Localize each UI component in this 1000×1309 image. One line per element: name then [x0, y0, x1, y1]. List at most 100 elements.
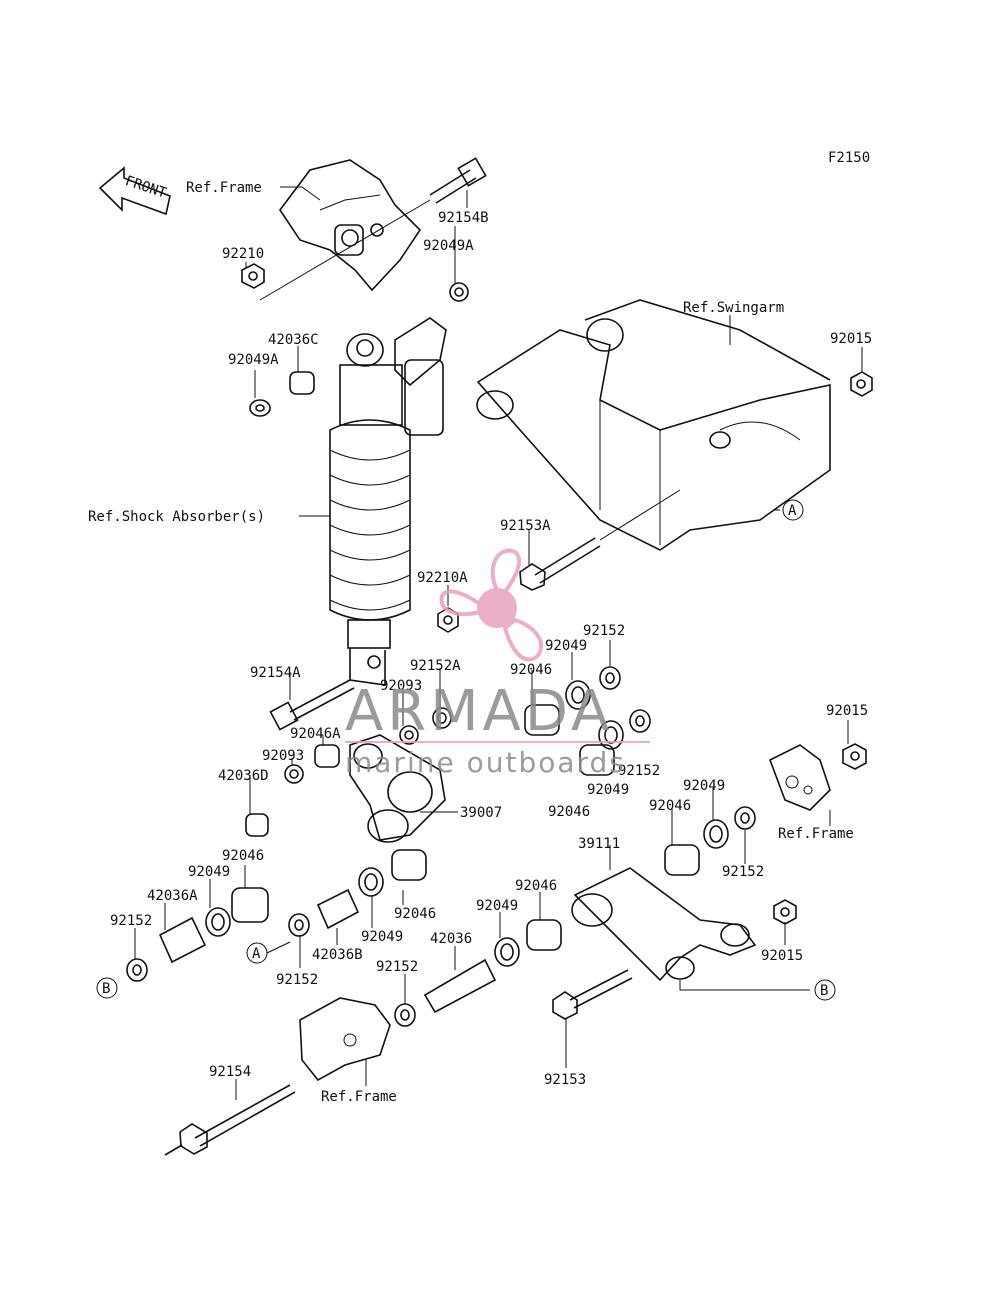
label-92153: 92153 — [544, 1072, 586, 1088]
washer-92049A-left — [249, 399, 271, 417]
ref-swingarm: Ref.Swingarm — [683, 300, 784, 316]
washer-92152-r1 — [599, 666, 621, 690]
washer-92152-c — [394, 1003, 416, 1027]
label-92152-l1: 92152 — [110, 913, 152, 929]
label-92049-l1: 92049 — [188, 864, 230, 880]
nut-92015-top — [850, 371, 873, 397]
label-92049-c: 92049 — [476, 898, 518, 914]
label-92049A-top-vis: 92049A — [423, 238, 474, 254]
label-39007: 39007 — [460, 805, 502, 821]
label-92152-r2: 92152 — [618, 763, 660, 779]
label-42036C: 42036C — [268, 332, 319, 348]
svg-text:B: B — [820, 983, 828, 999]
label-92152-r3: 92152 — [722, 864, 764, 880]
bearing-92046-r2 — [579, 744, 615, 776]
washer-92049-l2 — [358, 867, 384, 897]
collar-42036D — [245, 813, 269, 837]
bearing-92046-r1 — [524, 704, 560, 736]
collar-42036 — [423, 958, 497, 1014]
label-92046A: 92046A — [290, 726, 341, 742]
armada-watermark: ARMADA marine outboards — [345, 548, 650, 779]
callout-a-right: A — [782, 499, 804, 521]
front-arrow-icon: FRONT — [98, 166, 171, 216]
swingarm — [476, 299, 831, 551]
callout-a-left: A — [246, 942, 268, 964]
svg-text:A: A — [788, 503, 797, 519]
svg-text:B: B — [102, 981, 110, 997]
label-92046-l1: 92046 — [222, 848, 264, 864]
bolt-92154B — [259, 157, 487, 301]
label-92093-b: 92093 — [262, 748, 304, 764]
label-92093-a: 92093 — [380, 678, 422, 694]
label-42036B: 42036B — [312, 947, 363, 963]
label-92046-r2: 92046 — [548, 804, 590, 820]
shock-absorber — [329, 317, 447, 686]
label-92152-c: 92152 — [376, 959, 418, 975]
label-92154B: 92154B — [438, 210, 489, 226]
nut-92210A — [437, 607, 459, 633]
propeller-logo-icon — [439, 548, 544, 662]
callout-b-left: B — [96, 977, 118, 999]
washer-92049-c — [494, 937, 520, 967]
nut-92210 — [241, 263, 265, 289]
labels: F2150 Ref.Frame 92154B 92210 92049A 9204… — [88, 150, 872, 1105]
washer-92049-r3 — [703, 819, 729, 849]
bearing-92046A — [314, 744, 340, 768]
washer-92152-l2 — [288, 913, 310, 937]
nut-92015-mid — [842, 743, 867, 770]
label-92049-r2: 92049 — [587, 782, 629, 798]
label-92046-r3: 92046 — [649, 798, 691, 814]
label-92153A: 92153A — [500, 518, 551, 534]
label-92049A-left: 92049A — [228, 352, 279, 368]
ref-frame-top: Ref.Frame — [186, 180, 262, 196]
label-92015-mid: 92015 — [826, 703, 868, 719]
bearing-92046-c — [526, 919, 562, 951]
label-92152-l2: 92152 — [276, 972, 318, 988]
label-92046-l2: 92046 — [394, 906, 436, 922]
bearing-92046-l1 — [231, 887, 269, 923]
label-39111: 39111 — [578, 836, 620, 852]
label-92154A: 92154A — [250, 665, 301, 681]
label-92049-r3: 92049 — [683, 778, 725, 794]
label-92015-low: 92015 — [761, 948, 803, 964]
label-92154: 92154 — [209, 1064, 251, 1080]
watermark-title: ARMADA — [345, 679, 613, 744]
rocker-39007 — [349, 734, 446, 843]
label-92152-r1: 92152 — [583, 623, 625, 639]
label-92015-top: 92015 — [830, 331, 872, 347]
label-92046-r1: 92046 — [510, 662, 552, 678]
label-42036D: 42036D — [218, 768, 269, 784]
ref-frame-lower: Ref.Frame — [321, 1089, 397, 1105]
seal-92093-b — [284, 764, 304, 784]
leader-lines — [134, 186, 863, 1100]
bolt-92154A — [269, 679, 355, 731]
front-label: FRONT — [123, 173, 169, 201]
label-92210A: 92210A — [417, 570, 468, 586]
bolt-92154 — [164, 1084, 296, 1156]
bearing-92046-r3 — [664, 844, 700, 876]
watermark-subtitle: marine outboards — [345, 746, 626, 779]
seal-92093-a — [399, 725, 419, 745]
bearing-92046-l2 — [391, 849, 427, 881]
tie-rod-39111 — [571, 867, 757, 982]
collar-42036C — [289, 371, 315, 395]
figure-code: F2150 — [828, 150, 870, 166]
bolt-92153A — [519, 489, 681, 591]
washer-92049-r1 — [565, 680, 591, 710]
collar-42036A — [158, 916, 207, 964]
label-42036A: 42036A — [147, 888, 198, 904]
svg-text:A: A — [252, 946, 261, 962]
label-92210: 92210 — [222, 246, 264, 262]
callout-b-right: B — [814, 979, 836, 1001]
washer-92152-r3 — [734, 806, 756, 830]
frame-mount-right — [768, 744, 831, 811]
washer-92152-r2 — [629, 709, 651, 733]
nut-92015-low — [773, 899, 797, 925]
ref-frame-right: Ref.Frame — [778, 826, 854, 842]
frame-mount-top — [279, 159, 422, 292]
label-92049-l2: 92049 — [361, 929, 403, 945]
bolt-92153 — [552, 969, 633, 1020]
washer-92049-l1 — [205, 907, 231, 937]
